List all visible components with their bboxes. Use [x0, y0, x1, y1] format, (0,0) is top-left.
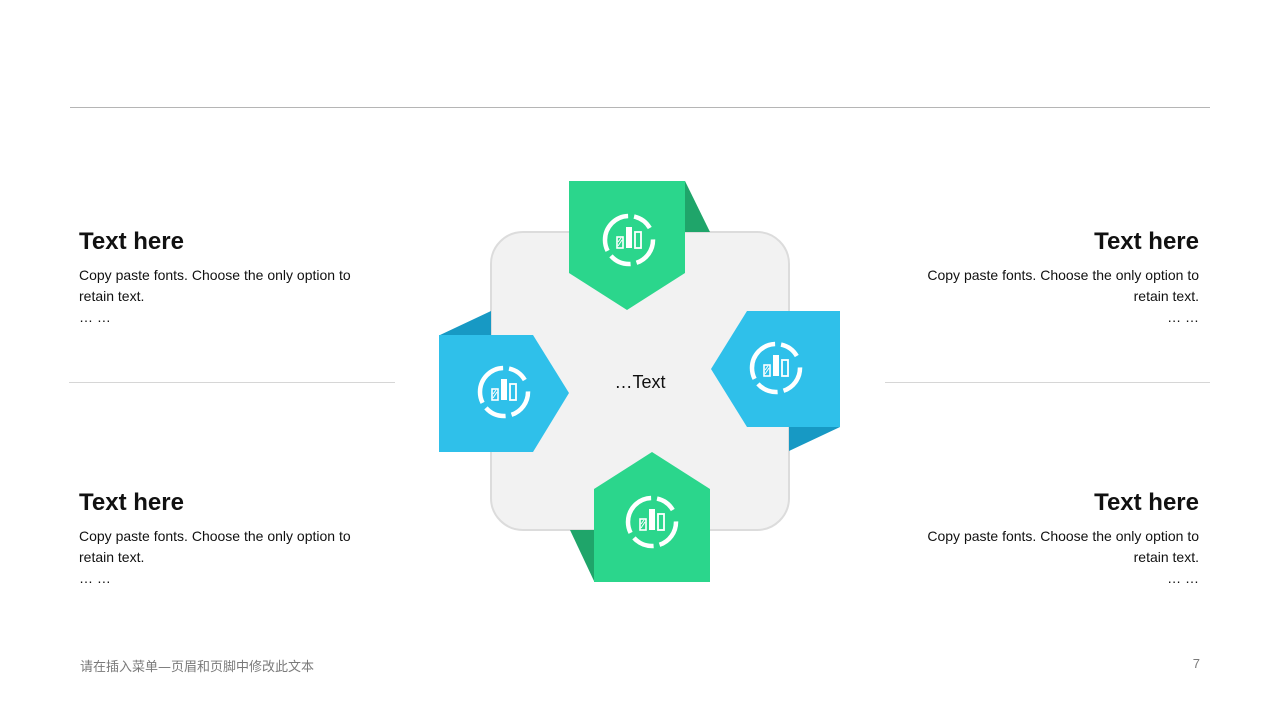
- text-block-top-right: Text here Copy paste fonts. Choose the o…: [899, 227, 1199, 327]
- left-divider: [69, 382, 395, 383]
- arrow-left: [439, 311, 569, 452]
- arrow-top-fold: [685, 181, 710, 232]
- text-block-bottom-left: Text here Copy paste fonts. Choose the o…: [79, 488, 379, 588]
- text-block-top-left: Text here Copy paste fonts. Choose the o…: [79, 227, 379, 327]
- arrow-left-fold: [440, 311, 491, 335]
- arrow-bottom-fold: [570, 530, 594, 581]
- text-block-bottom-right: Text here Copy paste fonts. Choose the o…: [899, 488, 1199, 588]
- block-ellipsis: … …: [79, 309, 111, 325]
- block-body: Copy paste fonts. Choose the only option…: [79, 528, 351, 565]
- arrow-right: [711, 311, 840, 451]
- block-body: Copy paste fonts. Choose the only option…: [79, 267, 351, 304]
- footer-text: 请在插入菜单—页眉和页脚中修改此文本: [80, 660, 315, 675]
- right-divider: [885, 382, 1210, 383]
- block-ellipsis: … …: [1167, 309, 1199, 325]
- center-label: …Text: [614, 372, 666, 392]
- arrow-bottom: [570, 452, 710, 582]
- block-title: Text here: [1094, 489, 1199, 516]
- block-body: Copy paste fonts. Choose the only option…: [927, 528, 1199, 565]
- block-body: Copy paste fonts. Choose the only option…: [927, 267, 1199, 304]
- arrow-right-fold: [789, 427, 840, 451]
- top-divider: [70, 107, 1210, 108]
- block-title: Text here: [79, 228, 184, 255]
- block-ellipsis: … …: [79, 570, 111, 586]
- block-title: Text here: [1094, 228, 1199, 255]
- block-ellipsis: … …: [1167, 570, 1199, 586]
- arrow-top: [569, 181, 710, 310]
- page-number: 7: [1192, 656, 1200, 671]
- block-title: Text here: [79, 489, 184, 516]
